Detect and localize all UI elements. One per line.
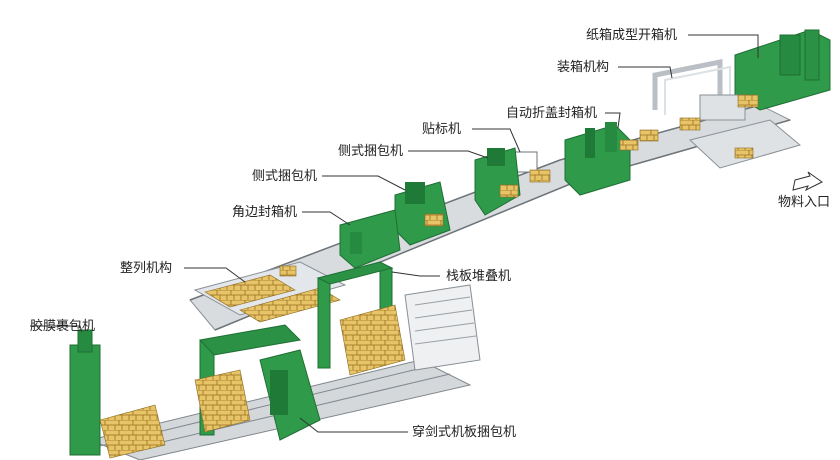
label-pallet-strapper: 穿剑式机板捆包机 (412, 425, 517, 440)
pallet-stacker-machine (316, 261, 481, 376)
pallet-strapper-machine (194, 324, 321, 441)
label-pallet-stacker: 栈板堆叠机 (446, 269, 512, 284)
inlet-conveyor (688, 119, 802, 169)
label-corner-sealer: 角边封箱机 (232, 205, 298, 220)
auto-flap-sealer-machine (564, 122, 639, 196)
label-case-packer: 装箱机构 (557, 60, 610, 75)
labeler-machine (514, 151, 551, 183)
label-labeler: 贴标机 (422, 122, 462, 137)
corner-sealer-machine (339, 209, 401, 269)
label-side-strapper: 侧式捆包机 (338, 144, 404, 159)
side-strapper-machine (474, 147, 521, 216)
label-carton-erector: 纸箱成型开箱机 (586, 28, 678, 43)
arranger-section (193, 261, 347, 323)
case-packer-machine (639, 58, 759, 142)
label-arranger: 整列机构 (120, 261, 173, 276)
label-stretch-wrapper: 胶膜裹包机 (30, 319, 96, 334)
inlet-arrow-icon (792, 171, 823, 192)
leader-lines (30, 34, 759, 433)
label-material-inlet: 物料入口 (778, 195, 831, 210)
stretch-wrapper-machine (69, 329, 166, 459)
label-auto-flap-sealer: 自动折盖封箱机 (506, 106, 598, 121)
label-strapper: 侧式捆包机 (252, 169, 318, 184)
strapper-machine (394, 181, 451, 246)
